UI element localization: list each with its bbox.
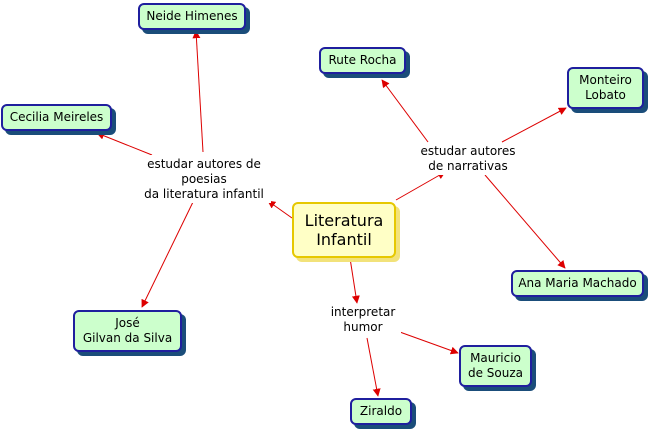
concept-neide-himenes[interactable]: Neide Himenes: [138, 3, 246, 30]
link-center-to-narrativa: [395, 171, 446, 201]
concept-rute-rocha[interactable]: Rute Rocha: [319, 47, 406, 74]
link-poesia-to-cecilia: [96, 131, 153, 156]
concept-ana-maria-machado[interactable]: Ana Maria Machado: [511, 270, 644, 297]
concept-literatura-infantil[interactable]: Literatura Infantil: [292, 202, 396, 258]
link-poesia-to-neide: [192, 30, 204, 153]
concept-jose-gilvan-da-silva[interactable]: José Gilvan da Silva: [73, 310, 182, 352]
link-poesia-to-jose: [141, 201, 194, 308]
link-center-to-humor: [349, 257, 360, 304]
link-narrativa-to-ana: [484, 174, 566, 269]
concept-cecilia-meireles[interactable]: Cecilia Meireles: [1, 104, 112, 131]
link-phrase-narrativas: estudar autores de narrativas: [414, 143, 522, 175]
link-narrativa-to-monteiro: [501, 107, 567, 143]
link-center-to-poesia: [267, 200, 293, 219]
link-phrase-poesias: estudar autores de poesias da literatura…: [137, 155, 271, 203]
link-humor-to-mauricio: [396, 330, 459, 355]
concept-mauricio-de-souza[interactable]: Mauricio de Souza: [459, 345, 532, 387]
concept-monteiro-lobato[interactable]: Monteiro Lobato: [567, 67, 644, 109]
link-narrativa-to-rute: [381, 79, 429, 143]
concept-ziraldo[interactable]: Ziraldo: [350, 398, 412, 425]
link-humor-to-ziraldo: [366, 337, 381, 397]
link-phrase-humor: interpretar humor: [325, 304, 401, 336]
